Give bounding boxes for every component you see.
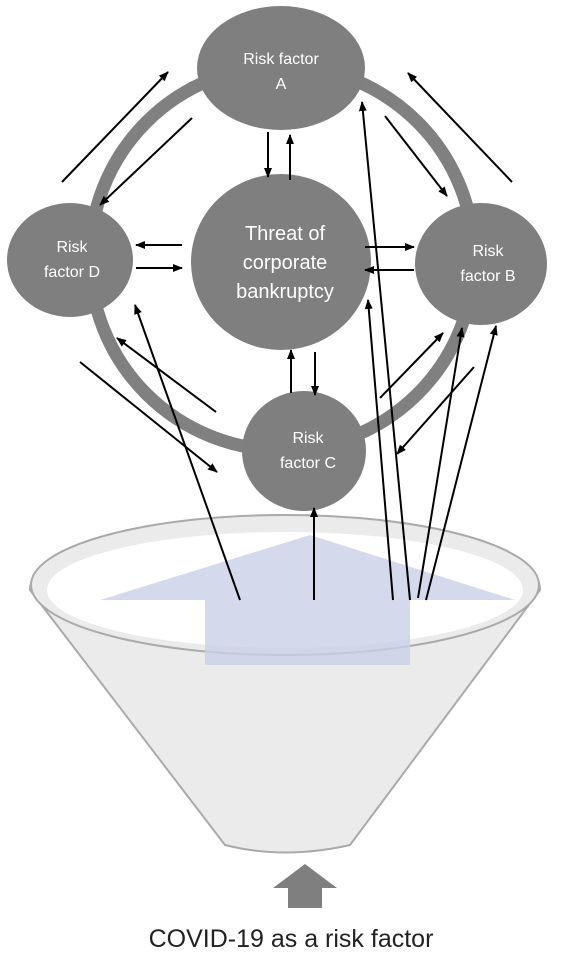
node-d-label-line2: factor D <box>44 264 100 281</box>
node-d-label-line1: Risk <box>56 239 88 256</box>
node-risk-factor-d: Risk factor D <box>7 203 133 317</box>
node-risk-factor-b: Risk factor B <box>415 203 547 325</box>
node-risk-factor-c: Risk factor C <box>242 391 366 511</box>
arrow-a-to-b-inner <box>384 115 448 197</box>
center-label-line3: bankruptcy <box>236 281 334 303</box>
arrow-c-to-d-inner <box>116 337 217 413</box>
arrow-b-to-a-outer <box>407 72 513 183</box>
arrow-c-to-b-inner <box>379 332 444 399</box>
node-threat-of-corporate-bankruptcy: Threat of corporate bankruptcy <box>191 174 371 350</box>
covid-input-arrow <box>273 864 337 908</box>
caption-covid-19: COVID-19 as a risk factor <box>149 925 434 953</box>
funnel <box>28 513 542 854</box>
arrows <box>61 71 513 601</box>
center-label-line2: corporate <box>243 252 328 274</box>
arrow-b-to-c-outer <box>396 366 475 455</box>
arrow-a-to-d-inner <box>99 117 193 206</box>
arrow-d-to-c-outer <box>79 361 218 473</box>
node-a-label-line2: A <box>276 76 287 93</box>
arrow-covid-to-d <box>134 304 241 601</box>
arrow-covid-to-b-left <box>417 327 465 599</box>
arrow-covid-to-center <box>364 299 394 601</box>
arrow-covid-to-b-right <box>425 325 498 601</box>
node-c-label-line2: factor C <box>280 455 336 472</box>
node-risk-factor-a: Risk factor A <box>197 6 365 130</box>
big-upward-arrow <box>100 535 515 665</box>
center-label-line1: Threat of <box>245 223 325 245</box>
arrow-d-to-a-outer <box>61 71 169 183</box>
node-b-label-line2: factor B <box>460 268 515 285</box>
arrow-covid-to-a <box>358 101 411 601</box>
node-b-label-line1: Risk <box>472 243 504 260</box>
node-c-label-line1: Risk <box>292 430 324 447</box>
node-a-label-line1: Risk factor <box>243 51 319 68</box>
